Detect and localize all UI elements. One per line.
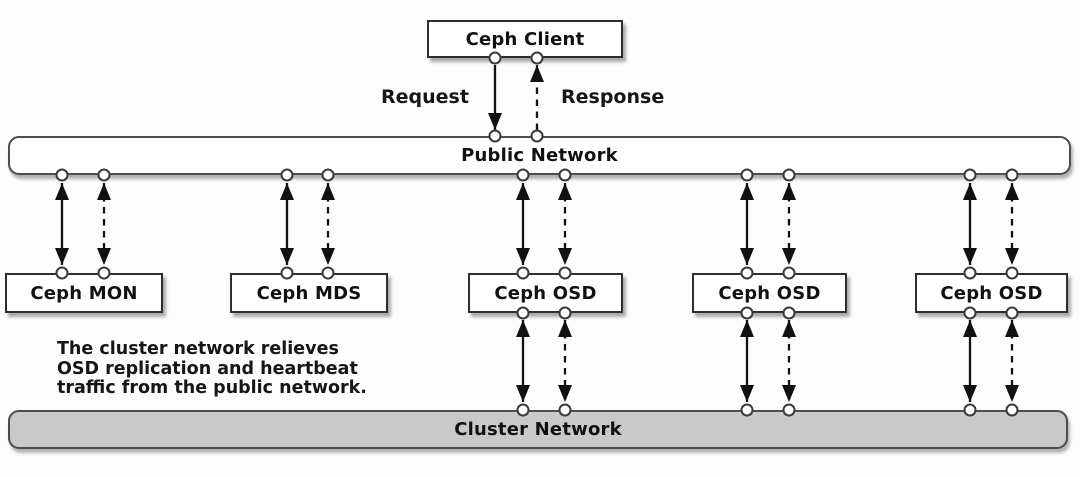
node-cluster-network: Cluster Network [8,410,1068,449]
annotation-line: OSD replication and heartbeat [57,358,358,379]
osd2-cluster-arrows [740,320,796,402]
public-mon-arrows [55,183,111,265]
node-public-network: Public Network [8,136,1071,175]
public-osd1-arrows [516,183,572,265]
annotation-text: The cluster network relieves OSD replica… [57,339,367,399]
node-ceph-client: Ceph Client [427,20,623,58]
node-ceph-osd-1: Ceph OSD [468,273,623,313]
annotation-line: The cluster network relieves [57,339,339,359]
public-osd2-arrows [740,183,796,265]
request-edge-label: Request [381,86,469,108]
node-ceph-mds: Ceph MDS [230,273,388,313]
node-ceph-mon: Ceph MON [5,273,163,313]
annotation-line: traffic from the public network. [57,378,367,398]
osd1-cluster-arrows [516,320,572,402]
response-edge-label: Response [561,86,665,108]
public-osd3-arrows [963,183,1019,265]
node-ceph-osd-2: Ceph OSD [692,273,847,313]
osd3-cluster-arrows [963,320,1019,402]
public-mds-arrows [280,183,335,265]
node-ceph-osd-3: Ceph OSD [915,273,1068,313]
